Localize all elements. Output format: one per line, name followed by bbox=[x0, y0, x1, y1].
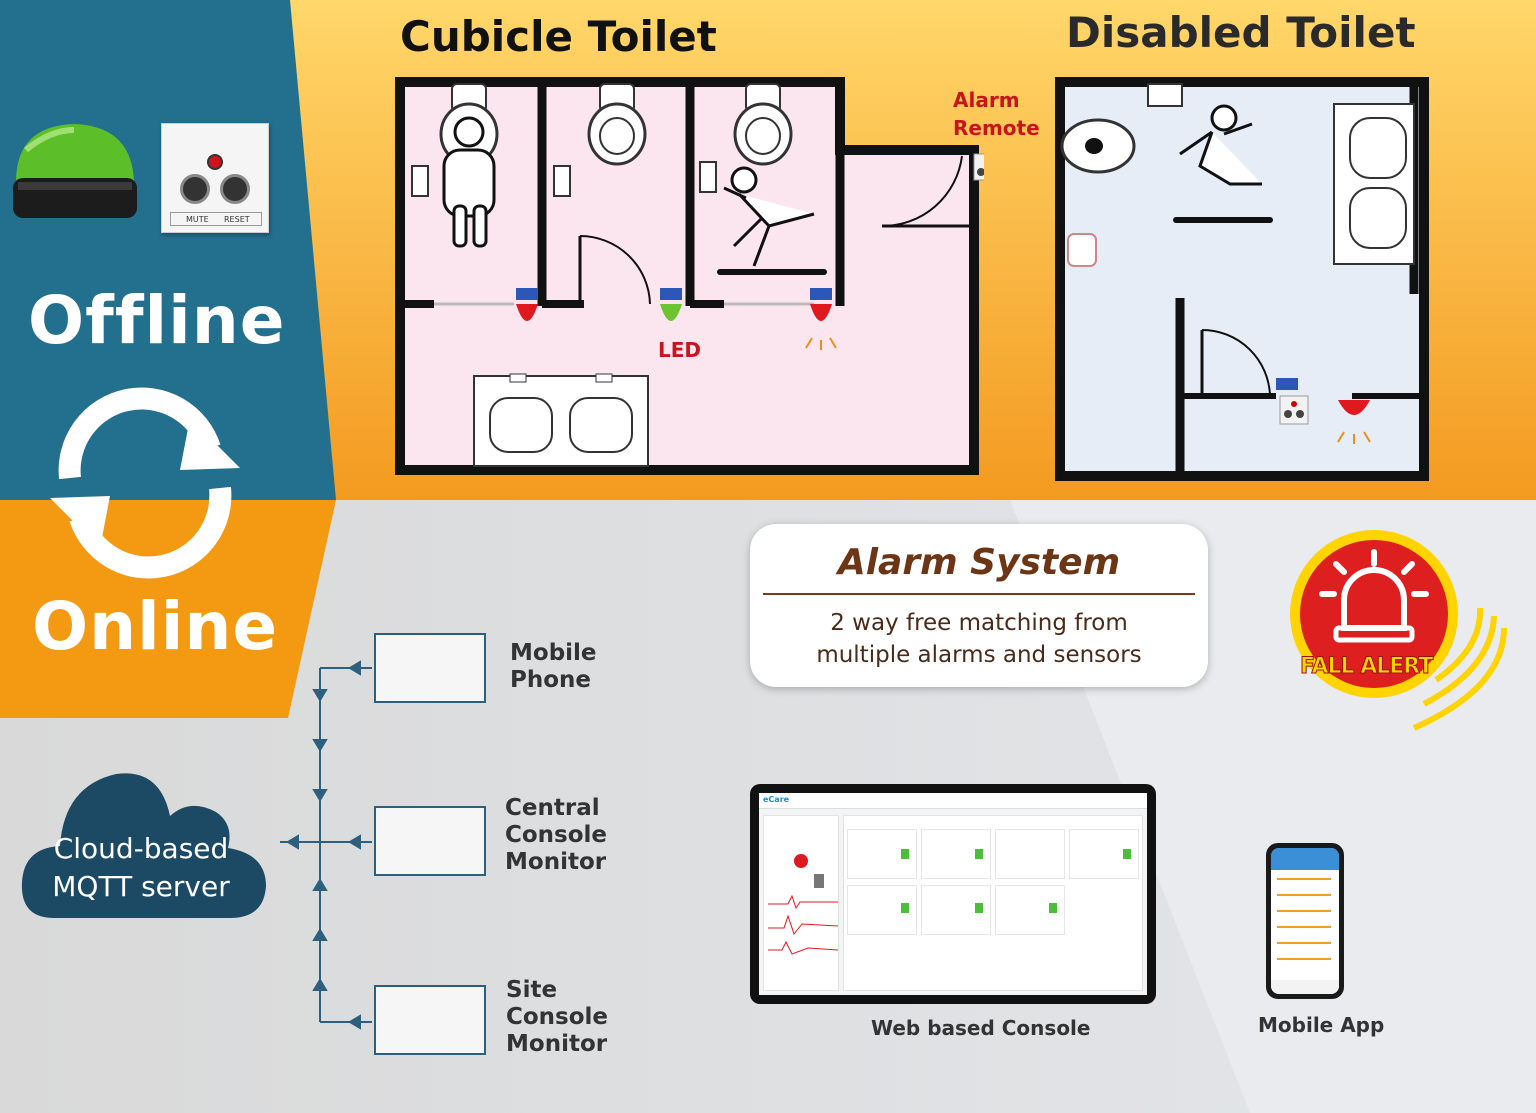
mobile-app-phone bbox=[1266, 843, 1344, 999]
console-brand: eCare bbox=[763, 795, 790, 804]
cubicle-floorplan bbox=[395, 77, 984, 475]
online-label: Online bbox=[32, 588, 279, 665]
green-alarm-light-icon bbox=[13, 124, 137, 218]
offline-label: Offline bbox=[28, 282, 286, 359]
reset-button bbox=[220, 174, 250, 204]
fall-alert-badge-icon bbox=[1290, 530, 1507, 731]
network-connectors bbox=[280, 660, 372, 1030]
cloud-icon bbox=[21, 773, 267, 918]
mute-label: MUTE bbox=[186, 215, 209, 224]
alarm-remote-label: Alarm Remote bbox=[953, 88, 1040, 140]
alarm-system-card: Alarm System 2 way free matching from mu… bbox=[750, 524, 1208, 687]
indicator-icon bbox=[207, 154, 223, 170]
site-console-node bbox=[374, 985, 486, 1055]
reset-label: RESET bbox=[224, 215, 250, 224]
mobile-phone-node bbox=[374, 633, 486, 703]
mobile-phone-label: Mobile Phone bbox=[510, 640, 597, 693]
mobile-app-caption: Mobile App bbox=[1258, 1013, 1385, 1037]
mute-button bbox=[180, 174, 210, 204]
falling-person-icon bbox=[717, 166, 827, 275]
web-console-tablet: eCare bbox=[750, 784, 1156, 1004]
disabled-floorplan bbox=[1055, 77, 1429, 481]
fall-alert-label: FALL ALERT bbox=[1299, 654, 1433, 680]
alarm-system-title: Alarm System bbox=[837, 542, 1121, 583]
disabled-toilet-title: Disabled Toilet bbox=[1066, 8, 1416, 57]
alarm-system-line1: 2 way free matching from bbox=[830, 610, 1128, 636]
site-console-label: Site Console Monitor bbox=[506, 977, 609, 1057]
central-console-label: Central Console Monitor bbox=[505, 795, 608, 875]
cubicle-toilet-title: Cubicle Toilet bbox=[400, 12, 717, 61]
led-label: LED bbox=[658, 338, 702, 362]
alarm-system-line2: multiple alarms and sensors bbox=[816, 642, 1142, 668]
alarm-system-divider bbox=[763, 593, 1195, 595]
web-console-caption: Web based Console bbox=[871, 1016, 1091, 1040]
sync-arrows-icon bbox=[50, 387, 240, 579]
falling-person-icon bbox=[1173, 104, 1273, 223]
person-icon bbox=[442, 116, 496, 248]
cloud-label: Cloud-based MQTT server bbox=[52, 832, 230, 903]
alarm-control-panel: MUTE RESET bbox=[161, 123, 269, 233]
central-console-node bbox=[374, 806, 486, 876]
